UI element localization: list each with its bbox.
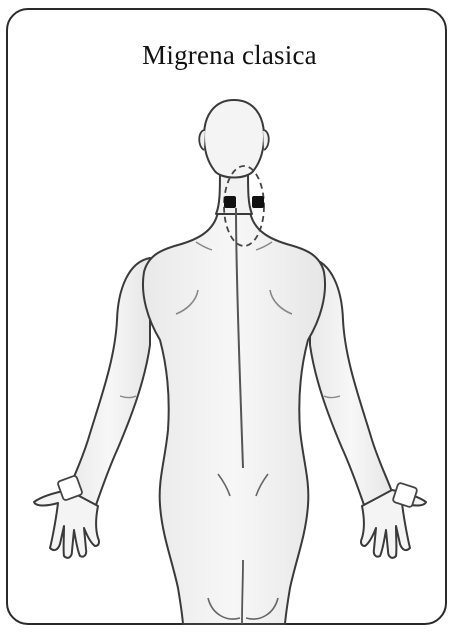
head	[204, 100, 264, 178]
left-ear	[199, 130, 205, 150]
right-ear	[263, 130, 269, 150]
buttocks-line	[242, 560, 243, 624]
electrode-neck-right	[252, 196, 264, 208]
torso	[143, 212, 325, 624]
left-arm	[68, 258, 150, 505]
electrode-neck-left	[224, 196, 236, 208]
